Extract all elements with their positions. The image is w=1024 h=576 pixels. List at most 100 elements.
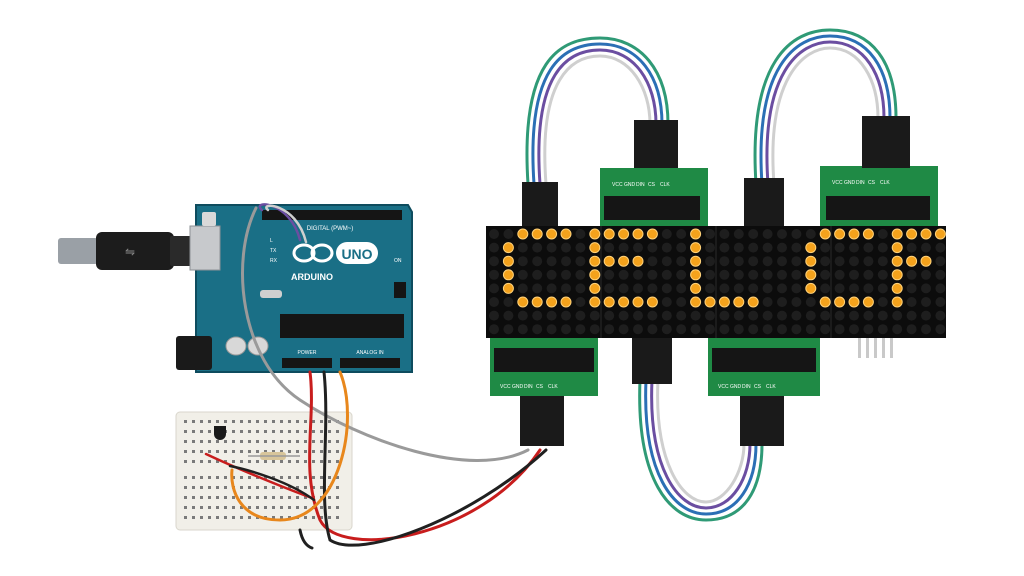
led-off <box>618 283 629 294</box>
breadboard-hole <box>256 460 259 463</box>
led-off <box>705 310 715 321</box>
breadboard-hole <box>216 450 219 453</box>
led-off <box>777 256 787 267</box>
breadboard-hole <box>240 440 243 443</box>
led-lit <box>618 296 630 308</box>
breadboard-hole <box>288 430 291 433</box>
led-off <box>705 256 715 267</box>
breadboard-hole <box>328 460 331 463</box>
breadboard-hole <box>240 496 243 499</box>
breadboard-hole <box>320 430 323 433</box>
led-lit <box>690 269 702 281</box>
led-off <box>661 297 672 307</box>
breadboard-hole <box>304 420 307 423</box>
breadboard-hole <box>304 460 307 463</box>
black-wire <box>322 370 548 547</box>
l-led-label: L <box>270 238 273 244</box>
led-off <box>762 256 773 267</box>
led-off <box>604 242 615 253</box>
breadboard-hole <box>248 440 251 443</box>
led-off <box>777 242 787 253</box>
led-off <box>575 310 586 321</box>
breadboard-hole <box>256 496 259 499</box>
led-off <box>661 242 672 253</box>
led-grid <box>489 228 946 335</box>
led-off <box>877 324 888 335</box>
led-lit <box>546 296 558 308</box>
breadboard-hole <box>328 450 331 453</box>
breadboard-hole <box>200 450 203 453</box>
breadboard-hole <box>312 460 315 463</box>
breadboard-hole <box>272 496 275 499</box>
led-lit <box>646 296 658 308</box>
led-off <box>877 256 888 267</box>
atmega-chip <box>280 314 404 338</box>
jumper-wires <box>204 203 548 550</box>
breadboard-hole <box>280 476 283 479</box>
led-off <box>877 242 888 253</box>
led-lit <box>805 282 817 294</box>
breadboard-hole <box>240 450 243 453</box>
led-off <box>719 256 730 267</box>
breadboard-hole <box>336 506 339 509</box>
led-lit <box>632 228 644 240</box>
led-off <box>561 324 571 335</box>
led-off <box>935 256 946 267</box>
led-off <box>503 310 514 321</box>
breadboard-hole <box>224 486 227 489</box>
pin-label: CLK <box>548 384 558 390</box>
breadboard-hole <box>312 476 315 479</box>
breadboard-hole <box>328 476 331 479</box>
breadboard-hole <box>264 496 267 499</box>
breadboard-hole <box>328 516 331 519</box>
breadboard-hole <box>200 516 203 519</box>
breadboard-hole <box>248 450 251 453</box>
led-off <box>618 324 629 335</box>
breadboard-hole <box>264 476 267 479</box>
led-off <box>791 283 802 294</box>
breadboard-hole <box>224 450 227 453</box>
led-off <box>921 283 931 294</box>
pin-label: CS <box>536 384 544 390</box>
breadboard-hole <box>256 420 259 423</box>
breadboard-hole <box>240 460 243 463</box>
breadboard-hole <box>320 506 323 509</box>
breadboard-hole <box>200 420 203 423</box>
max7219-chip-2 <box>826 196 930 220</box>
usb-jack <box>189 225 221 271</box>
breadboard-hole <box>264 420 267 423</box>
led-lit <box>517 228 529 240</box>
breadboard-hole <box>208 506 211 509</box>
led-off <box>633 283 643 294</box>
led-off <box>719 283 730 294</box>
breadboard-hole <box>272 430 275 433</box>
breadboard-hole <box>256 450 259 453</box>
led-off <box>647 310 658 321</box>
led-off <box>489 324 499 335</box>
led-off <box>877 269 888 280</box>
led-off <box>517 310 528 321</box>
breadboard-hole <box>224 496 227 499</box>
breadboard-hole <box>296 496 299 499</box>
breadboard-hole <box>208 430 211 433</box>
led-lit <box>589 242 601 254</box>
led-off <box>762 310 773 321</box>
svg-text:⇋: ⇋ <box>125 245 135 259</box>
breadboard-hole <box>288 476 291 479</box>
breadboard-hole <box>216 506 219 509</box>
breadboard-hole <box>328 506 331 509</box>
led-lit <box>891 269 903 281</box>
led-off <box>517 269 528 280</box>
breadboard-hole <box>216 476 219 479</box>
led-off <box>532 256 543 267</box>
led-off <box>546 269 557 280</box>
led-off <box>935 324 946 335</box>
led-off <box>849 324 859 335</box>
led-off <box>546 242 557 253</box>
breadboard-hole <box>200 476 203 479</box>
breadboard-hole <box>328 430 331 433</box>
led-lit <box>502 242 514 254</box>
breadboard-hole <box>192 516 195 519</box>
led-off <box>705 269 715 280</box>
led-off <box>719 269 730 280</box>
